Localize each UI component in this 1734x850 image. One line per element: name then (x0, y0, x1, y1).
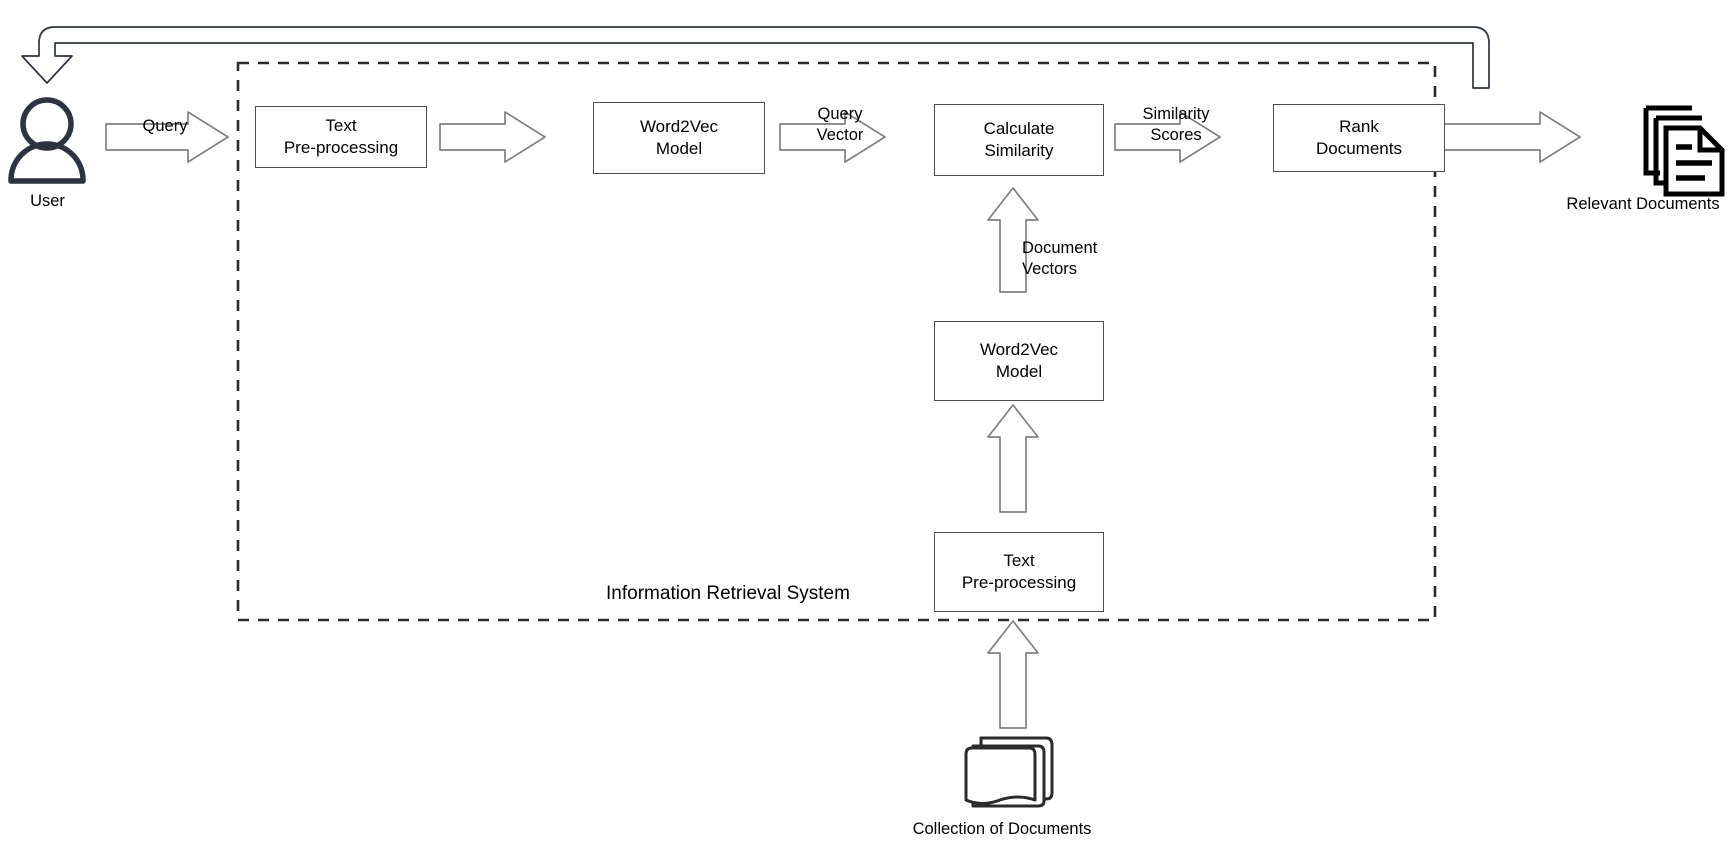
document-stack-icon (964, 736, 1054, 808)
arrow-similarity-scores (1114, 111, 1221, 163)
arrow-collection-to-preproc (987, 620, 1039, 729)
node-calculate-similarity[interactable]: Calculate Similarity (934, 104, 1104, 176)
arrow-query (105, 111, 229, 163)
arrow-query-vector (779, 111, 886, 163)
arrow-rank-to-relevant-documents (1443, 111, 1581, 163)
stacked-documents-icon (1643, 105, 1725, 197)
node-text-preprocessing-documents[interactable]: Text Pre-processing (934, 532, 1104, 612)
label-information-retrieval-system: Information Retrieval System (606, 583, 850, 604)
arrow-document-vectors (987, 187, 1039, 293)
edge-label-similarity-scores: Similarity Scores (1142, 105, 1210, 144)
label-relevant-documents: Relevant Documents (1566, 195, 1720, 213)
label-collection-of-documents: Collection of Documents (912, 820, 1092, 838)
arrow-docs-preproc-to-word2vec (987, 404, 1039, 513)
edge-label-document-vectors: Document Vectors (1022, 239, 1098, 278)
node-word2vec-model-documents[interactable]: Word2Vec Model (934, 321, 1104, 401)
node-text-preprocessing-query[interactable]: Text Pre-processing (255, 106, 427, 168)
system-boundary-dashed-rect (236, 61, 1437, 622)
node-rank-documents[interactable]: Rank Documents (1273, 104, 1445, 172)
arrow-preproc-to-word2vec (439, 111, 546, 163)
node-word2vec-model-query[interactable]: Word2Vec Model (593, 102, 765, 174)
edge-label-query: Query (142, 117, 188, 135)
feedback-loop-arrow (21, 26, 1490, 89)
user-person-icon (8, 97, 86, 184)
label-user: User (30, 192, 65, 210)
edge-label-query-vector: Query Vector (816, 105, 864, 144)
